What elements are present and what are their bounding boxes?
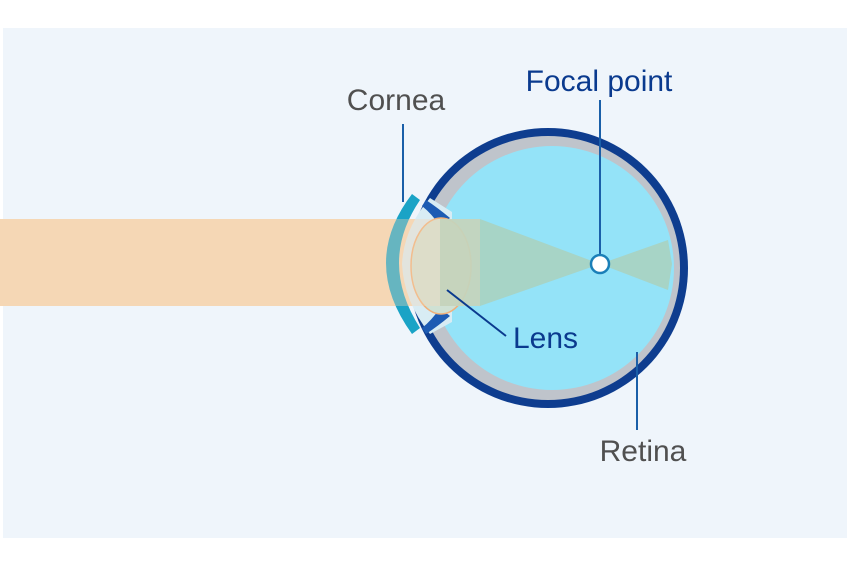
retina-label: Retina bbox=[600, 435, 687, 468]
incoming-light-beam bbox=[0, 219, 440, 306]
cornea-label: Cornea bbox=[347, 84, 446, 117]
diverging-light-cone bbox=[600, 240, 672, 290]
converging-light-cone bbox=[440, 219, 600, 306]
focal-point-marker bbox=[589, 253, 611, 275]
lens-label: Lens bbox=[513, 322, 578, 355]
beam-overlay bbox=[380, 219, 480, 306]
focal-point-label: Focal point bbox=[526, 65, 673, 98]
cornea-shape bbox=[386, 194, 420, 334]
lens-pointer-line bbox=[446, 289, 507, 337]
